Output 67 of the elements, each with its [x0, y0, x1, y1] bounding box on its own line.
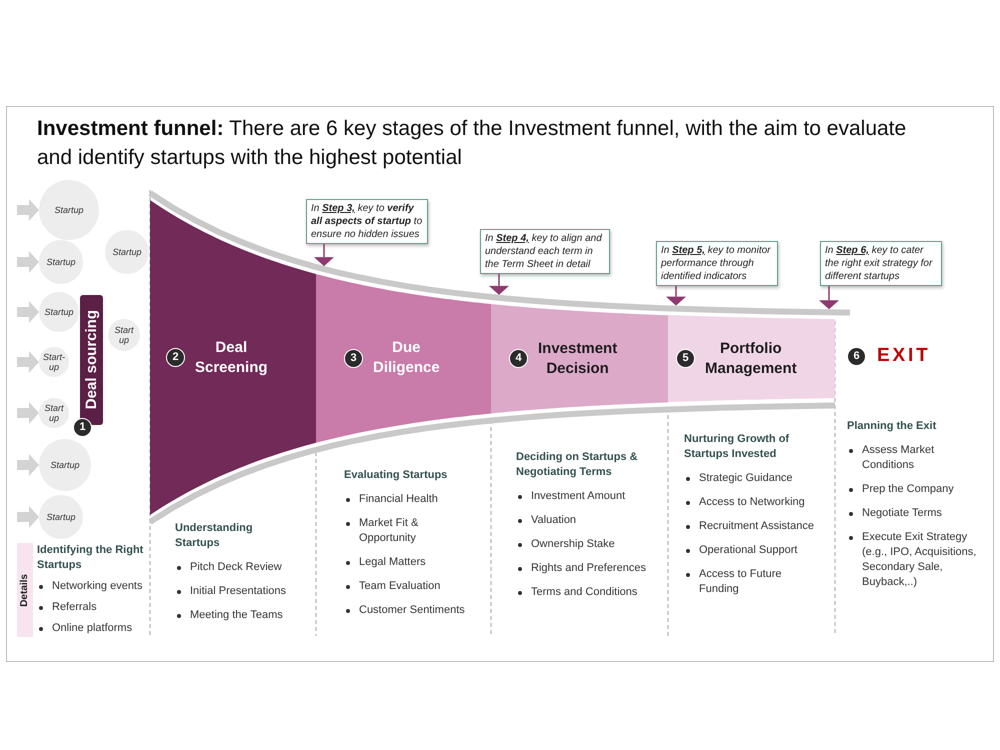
callout-box — [820, 241, 942, 286]
callout-text: In Step 5, key to monitor performance through identified indicators — [661, 244, 772, 283]
stage-title: Investment Decision — [538, 338, 618, 379]
bullet-item: Networking events — [52, 579, 142, 594]
bullet-item: Customer Sentiments — [359, 603, 465, 618]
bullet-item: Strategic Guidance — [699, 471, 793, 486]
startup-label: Start-up — [42, 352, 66, 372]
bullet-item: Negotiate Terms — [862, 506, 942, 521]
block-arrow — [17, 402, 39, 424]
callout-pointer — [314, 244, 334, 266]
bullet-item: Team Evaluation — [359, 579, 440, 594]
callout-pointer — [666, 286, 686, 306]
bullet-item: Access to Future Funding — [699, 567, 783, 597]
bullet-item: Access to Networking — [699, 495, 805, 510]
block-arrow — [17, 301, 39, 323]
column-heading: Deciding on Startups & Negotiating Terms — [516, 450, 639, 480]
column-heading: Evaluating Startups — [344, 468, 448, 483]
stage-title: Due Diligence — [373, 338, 440, 378]
block-arrow — [17, 199, 39, 221]
column-heading: Nurturing Growth of Startups Invested — [684, 432, 790, 462]
callout-text: In Step 4, key to align and understand each term in the Term Sheet in detail — [485, 232, 603, 271]
bullet-item: Execute Exit Strategy (e.g., IPO, Acquisitions, Secondary Sale, Buyback,..) — [862, 530, 978, 590]
startup-label: Startup — [44, 307, 74, 317]
stage-title: EXIT — [877, 345, 931, 367]
bullet-item: Meeting the Teams — [190, 608, 283, 623]
callout-text: In Step 6, key to cater the right exit strategy for different startups — [825, 244, 934, 283]
band-label: Details — [20, 574, 30, 606]
bullet-item: Pitch Deck Review — [190, 560, 282, 575]
column-heading: Identifying the Right Startups — [37, 543, 144, 573]
bullet-item: Legal Matters — [359, 555, 426, 570]
bullet-item: Prep the Company — [862, 482, 954, 497]
startup-label: Start up — [113, 325, 135, 345]
bullet-item: Investment Amount — [531, 489, 626, 504]
block-arrow — [17, 506, 39, 528]
stage-title: Deal sourcing — [84, 310, 99, 410]
bullet-item: Operational Support — [699, 543, 798, 558]
callout-box — [480, 229, 610, 274]
startup-label: Startup — [50, 460, 80, 470]
bullet-item: Ownership Stake — [531, 537, 615, 552]
callout-text: In Step 3, key to verify all aspects of startup to ensure no hidden issues — [311, 202, 423, 241]
column-heading: Understanding Startups — [175, 521, 254, 551]
bullet-item: Market Fit & Opportunity — [359, 516, 420, 546]
startup-label: Startup — [46, 257, 76, 267]
column-heading: Planning the Exit — [847, 419, 938, 434]
bullet-item: Terms and Conditions — [531, 585, 638, 600]
bullet-item: Initial Presentations — [190, 584, 286, 599]
callout-box — [656, 241, 778, 286]
bullet-item: Assess Market Conditions — [862, 443, 936, 473]
block-arrow — [17, 351, 39, 373]
details-band — [17, 543, 33, 637]
bullet-item: Recruitment Assistance — [699, 519, 814, 534]
startup-label: Startup — [112, 247, 142, 257]
callout-pointer — [819, 286, 839, 310]
bullet-item: Valuation — [531, 513, 576, 528]
bullet-item: Referrals — [52, 600, 97, 615]
stage-title: Portfolio Management — [705, 338, 797, 379]
block-arrow — [17, 251, 39, 273]
startup-label: Startup — [46, 512, 76, 522]
slide-title: Investment funnel: There are 6 key stages of the Investment funnel, with the aim to evaluate and identify startups with the highest potential — [37, 116, 908, 171]
startup-label: Start up — [43, 403, 65, 423]
bullet-item: Rights and Preferences — [531, 561, 646, 576]
bullet-item: Financial Health — [359, 492, 438, 507]
stage-title: Deal Screening — [195, 338, 268, 378]
block-arrow — [17, 454, 39, 476]
callout-pointer — [489, 274, 509, 295]
bullet-item: Online platforms — [52, 621, 132, 636]
startup-label: Startup — [54, 205, 84, 215]
